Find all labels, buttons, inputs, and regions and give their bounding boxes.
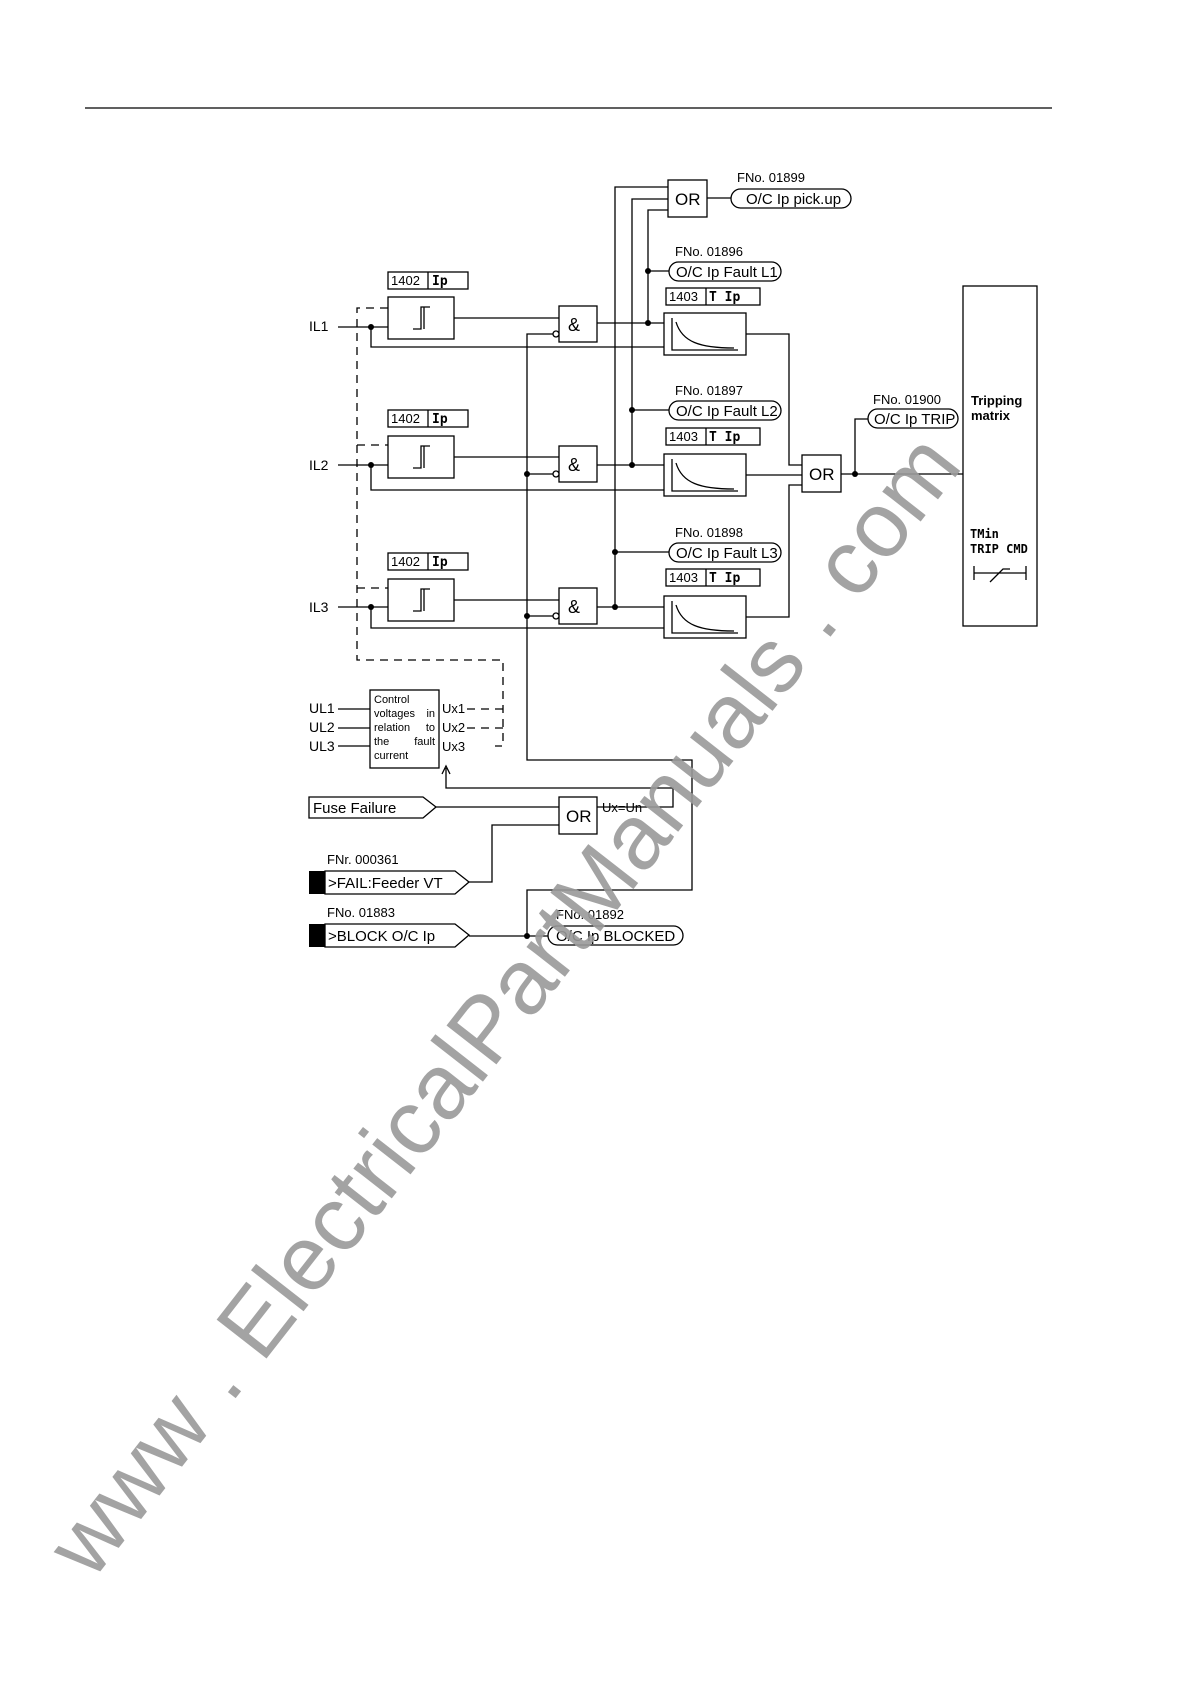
svg-text:&: & bbox=[568, 315, 580, 335]
svg-text:FNo. 01900: FNo. 01900 bbox=[873, 392, 941, 407]
svg-text:O/C Ip Fault L2: O/C Ip Fault L2 bbox=[676, 403, 778, 420]
and-gate-l1: & bbox=[558, 305, 598, 343]
svg-text:TMin: TMin bbox=[970, 527, 999, 541]
svg-text:>BLOCK O/C Ip: >BLOCK O/C Ip bbox=[328, 928, 435, 945]
threshold-l2 bbox=[387, 435, 455, 479]
svg-text:OR: OR bbox=[566, 807, 592, 826]
svg-text:FNo. 01899: FNo. 01899 bbox=[737, 170, 805, 185]
output-blocked: FNo. 01892 O/C Ip BLOCKED bbox=[547, 907, 684, 946]
svg-text:FNo. 01883: FNo. 01883 bbox=[327, 905, 395, 920]
svg-text:FNr. 000361: FNr. 000361 bbox=[327, 852, 399, 867]
param-ip-l2: 1402 Ip bbox=[387, 409, 469, 428]
svg-text:O/C Ip pick.up: O/C Ip pick.up bbox=[746, 191, 841, 208]
label-ux3: Ux3 bbox=[442, 739, 465, 754]
svg-text:Ip: Ip bbox=[432, 274, 448, 289]
or-gate-fuse: OR bbox=[558, 796, 598, 835]
label-ux-un: Ux=Un bbox=[602, 800, 642, 815]
svg-text:Fuse Failure: Fuse Failure bbox=[313, 800, 396, 817]
and-gate-l3: & bbox=[558, 587, 598, 625]
input-block-ip: FNo. 01883 >BLOCK O/C Ip bbox=[309, 905, 471, 948]
param-tip-l2: 1403 T Ip bbox=[665, 427, 761, 446]
timer-l1 bbox=[663, 312, 747, 356]
label-ux1: Ux1 bbox=[442, 701, 465, 716]
svg-text:O/C Ip Fault L1: O/C Ip Fault L1 bbox=[676, 264, 778, 281]
svg-text:T Ip: T Ip bbox=[709, 571, 740, 586]
param-tip-l3: 1403 T Ip bbox=[665, 568, 761, 587]
svg-text:FNo. 01892: FNo. 01892 bbox=[556, 907, 624, 922]
input-feeder-vt: FNr. 000361 >FAIL:Feeder VT bbox=[309, 852, 471, 895]
svg-text:to: to bbox=[426, 722, 435, 734]
svg-text:Ip: Ip bbox=[432, 555, 448, 570]
label-ul3: UL3 bbox=[309, 738, 335, 754]
svg-text:Control: Control bbox=[374, 694, 409, 706]
label-il3: IL3 bbox=[309, 599, 329, 615]
svg-text:relation: relation bbox=[374, 722, 410, 734]
watermark: www . ElectricalPartManuals . com bbox=[27, 416, 980, 1596]
svg-text:current: current bbox=[374, 750, 408, 762]
param-ip-l3: 1402 Ip bbox=[387, 552, 469, 571]
svg-text:the: the bbox=[374, 736, 389, 748]
label-ux2: Ux2 bbox=[442, 720, 465, 735]
tripping-matrix: Tripping matrix TMin TRIP CMD bbox=[962, 285, 1038, 627]
svg-text:matrix: matrix bbox=[971, 408, 1011, 423]
svg-text:Tripping: Tripping bbox=[971, 393, 1022, 408]
svg-text:&: & bbox=[568, 455, 580, 475]
svg-text:T Ip: T Ip bbox=[709, 430, 740, 445]
svg-text:TRIP CMD: TRIP CMD bbox=[970, 542, 1028, 556]
svg-text:O/C Ip TRIP: O/C Ip TRIP bbox=[874, 411, 955, 428]
svg-text:1403: 1403 bbox=[669, 289, 698, 304]
timer-l2 bbox=[663, 453, 747, 497]
svg-text:1402: 1402 bbox=[391, 554, 420, 569]
svg-text:OR: OR bbox=[675, 190, 701, 209]
svg-text:>FAIL:Feeder VT: >FAIL:Feeder VT bbox=[328, 875, 443, 892]
svg-text:fault: fault bbox=[414, 736, 435, 748]
svg-text:1402: 1402 bbox=[391, 411, 420, 426]
svg-text:FNo. 01898: FNo. 01898 bbox=[675, 525, 743, 540]
label-il2: IL2 bbox=[309, 457, 329, 473]
svg-text:1403: 1403 bbox=[669, 429, 698, 444]
label-ul1: UL1 bbox=[309, 700, 335, 716]
label-il1: IL1 bbox=[309, 318, 329, 334]
threshold-l1 bbox=[387, 296, 455, 340]
output-fault-l2: FNo. 01897 O/C Ip Fault L2 bbox=[668, 383, 782, 421]
svg-text:1402: 1402 bbox=[391, 273, 420, 288]
svg-text:T Ip: T Ip bbox=[709, 290, 740, 305]
svg-text:O/C Ip Fault L3: O/C Ip Fault L3 bbox=[676, 545, 778, 562]
param-tip-l1: 1403 T Ip bbox=[665, 287, 761, 306]
label-ul2: UL2 bbox=[309, 719, 335, 735]
svg-text:voltages: voltages bbox=[374, 708, 415, 720]
and-gate-l2: & bbox=[558, 445, 598, 483]
svg-text:FNo. 01897: FNo. 01897 bbox=[675, 383, 743, 398]
svg-text:FNo. 01896: FNo. 01896 bbox=[675, 244, 743, 259]
or-gate-pickup: OR bbox=[667, 179, 708, 218]
or-gate-trip: OR bbox=[801, 454, 842, 493]
output-fault-l1: FNo. 01896 O/C Ip Fault L1 bbox=[668, 244, 782, 282]
output-trip: FNo. 01900 O/C Ip TRIP bbox=[867, 392, 959, 429]
input-fuse-failure: Fuse Failure bbox=[308, 796, 438, 819]
threshold-l3 bbox=[387, 578, 455, 622]
timer-l3 bbox=[663, 595, 747, 639]
output-fault-l3: FNo. 01898 O/C Ip Fault L3 bbox=[668, 525, 782, 563]
param-ip-l1: 1402 Ip bbox=[387, 271, 469, 290]
output-pickup: FNo. 01899 O/C Ip pick.up bbox=[730, 170, 852, 209]
svg-text:&: & bbox=[568, 597, 580, 617]
svg-text:in: in bbox=[426, 708, 435, 720]
svg-text:OR: OR bbox=[809, 465, 835, 484]
svg-text:1403: 1403 bbox=[669, 570, 698, 585]
control-voltage-box: Control voltages in relation to the faul… bbox=[369, 689, 440, 769]
svg-text:Ip: Ip bbox=[432, 412, 448, 427]
svg-text:O/C Ip BLOCKED: O/C Ip BLOCKED bbox=[556, 928, 675, 945]
